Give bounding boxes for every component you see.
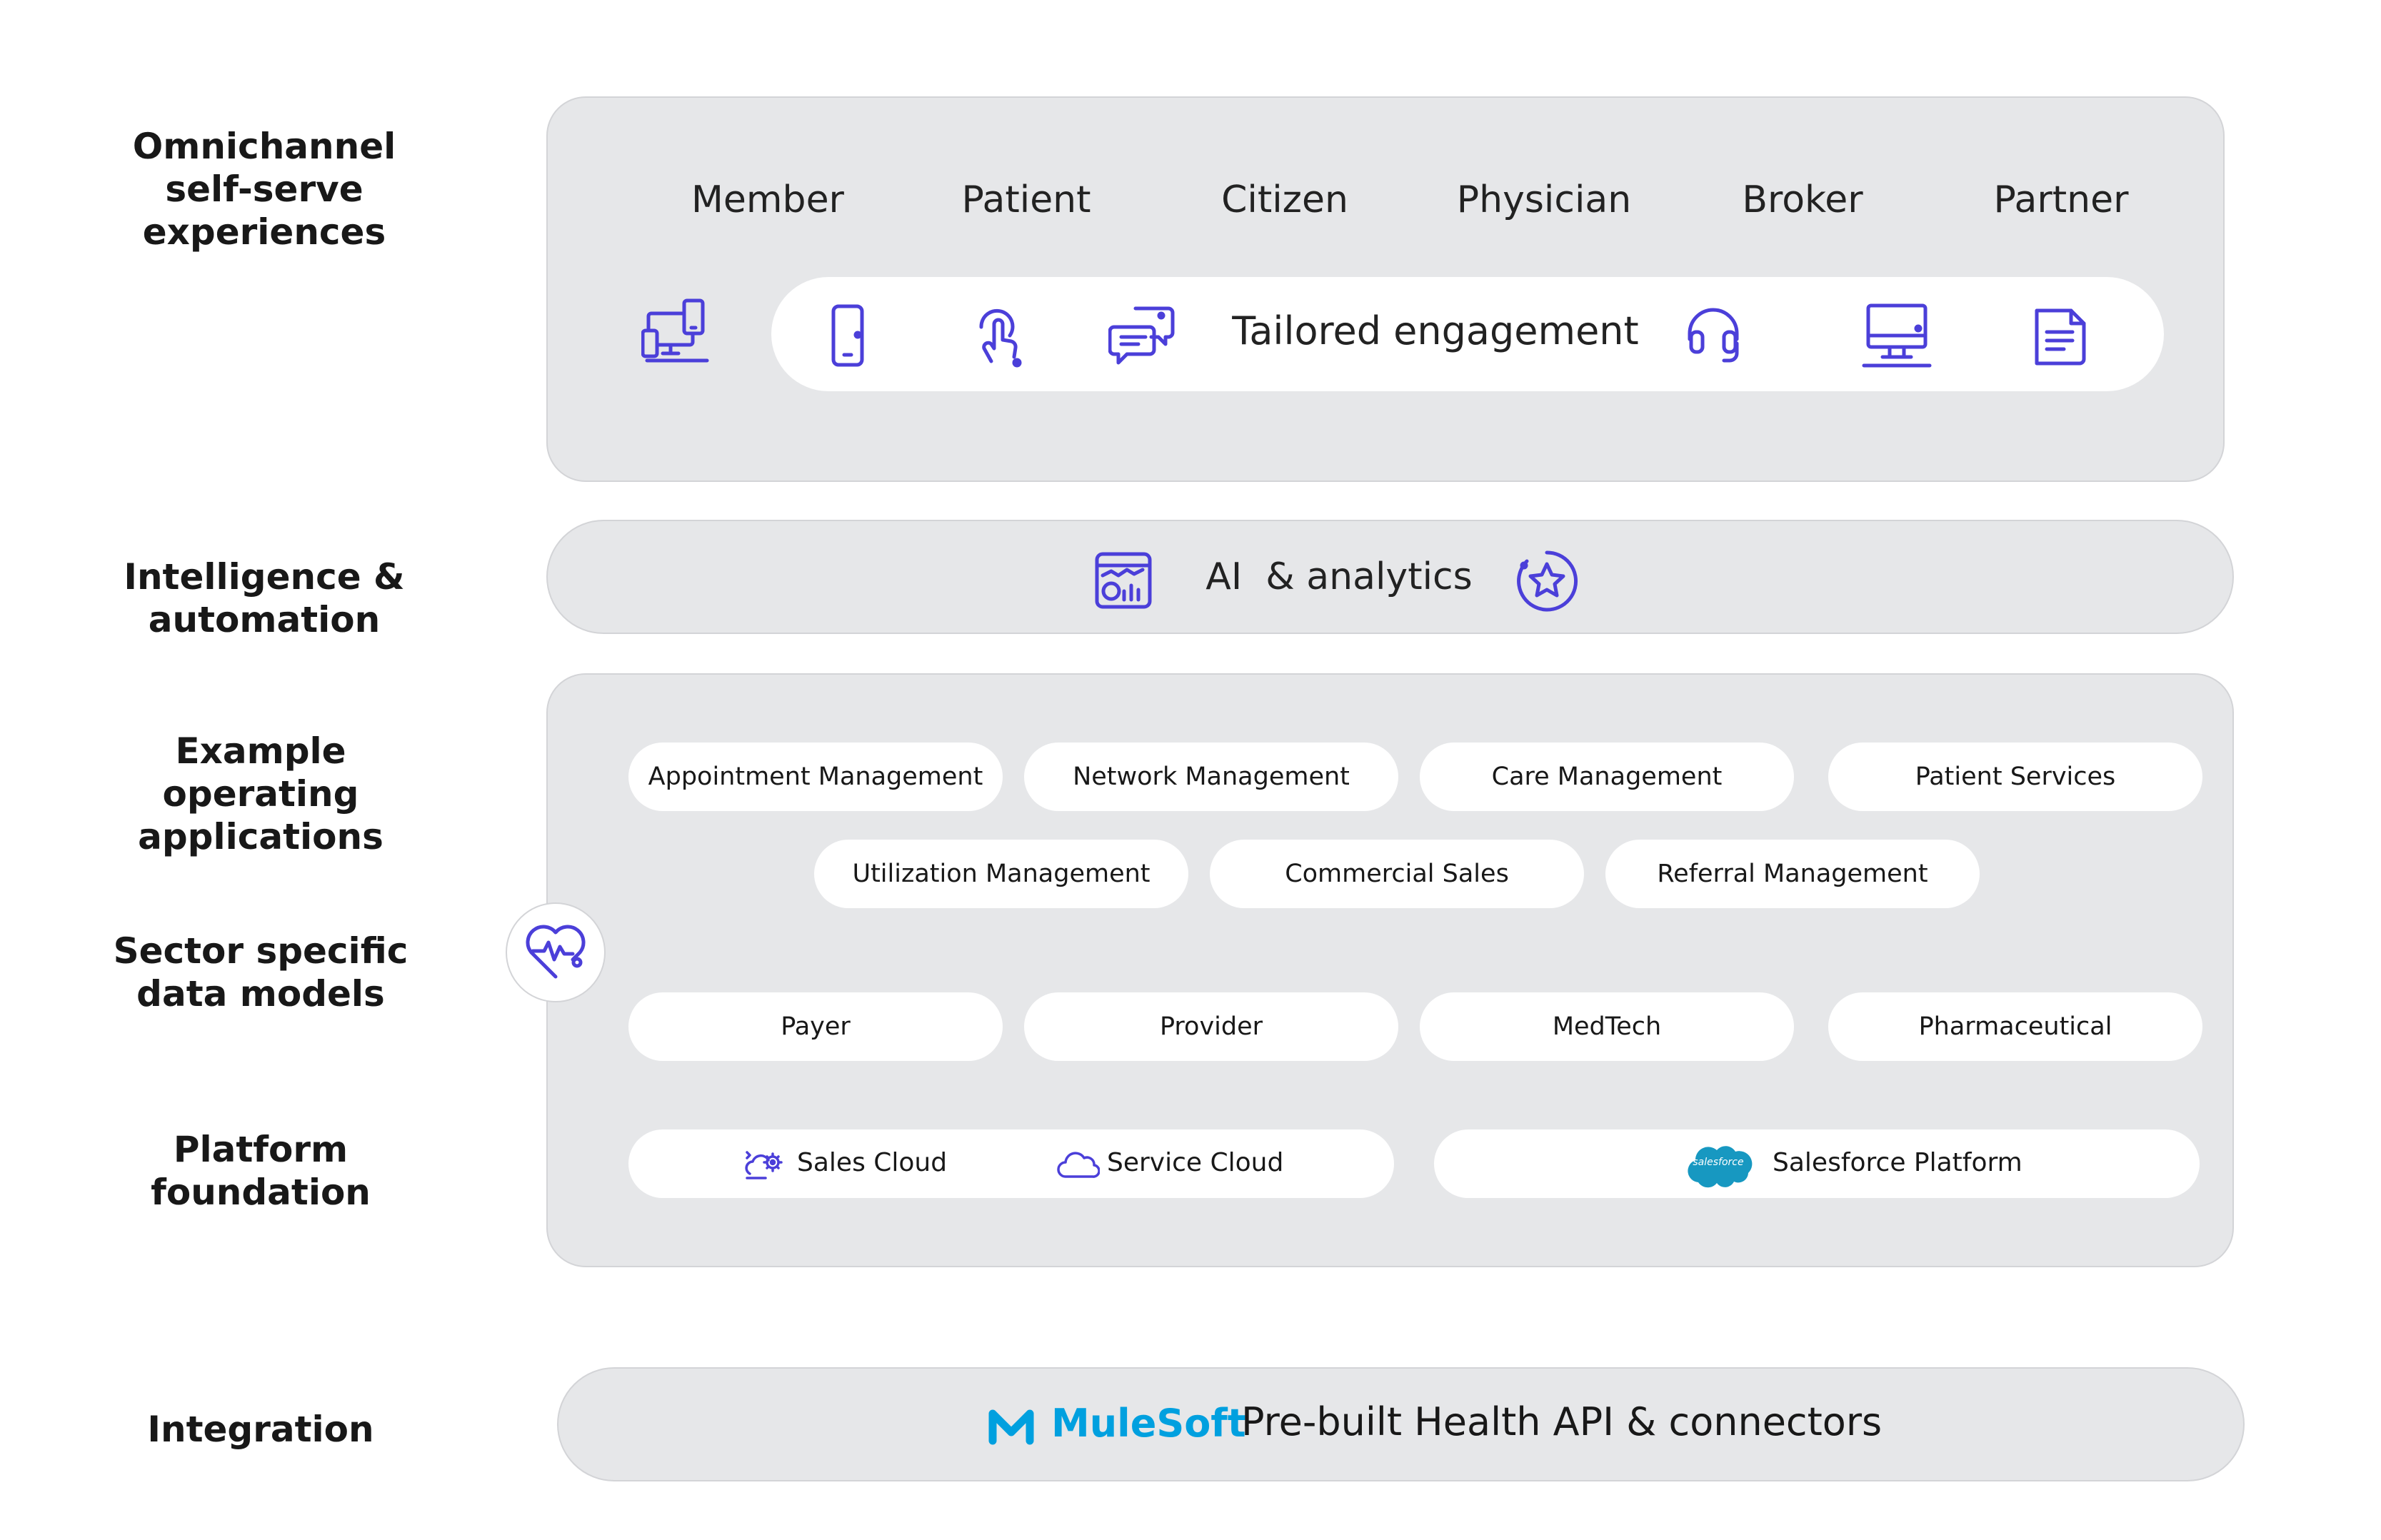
touch-icon xyxy=(964,301,1033,370)
analytics-dashboard-icon xyxy=(1093,550,1154,611)
mobile-phone-icon xyxy=(816,303,880,368)
layer-label-omnichannel: Omnichannel self-serve experiences xyxy=(132,126,396,253)
document-icon xyxy=(2028,303,2092,368)
data-model-pill: Pharmaceutical xyxy=(1828,992,2202,1061)
app-pill: Referral Management xyxy=(1605,840,1980,908)
layer-label-integration: Integration xyxy=(147,1409,374,1450)
mulesoft-brand-label: MuleSoft xyxy=(1051,1401,1246,1446)
persona-citizen: Citizen xyxy=(1221,178,1348,221)
app-pill: Utilization Management xyxy=(814,840,1188,908)
chat-icon xyxy=(1108,301,1177,370)
app-pill: Appointment Management xyxy=(628,743,1003,811)
data-model-pill: Provider xyxy=(1024,992,1398,1061)
headset-icon xyxy=(1681,303,1745,368)
persona-broker: Broker xyxy=(1742,178,1863,221)
desktop-icon xyxy=(1861,300,1933,371)
persona-partner: Partner xyxy=(1993,178,2129,221)
layer-label-data-models: Sector specific data models xyxy=(113,930,408,1015)
ai-analytics-label: AI & analytics xyxy=(1205,555,1473,598)
app-pill: Network Management xyxy=(1024,743,1398,811)
layer-label-platform: Platform foundation xyxy=(151,1129,371,1213)
app-pill: Care Management xyxy=(1420,743,1794,811)
layer-label-intelligence: Intelligence & automation xyxy=(124,556,405,640)
integration-panel xyxy=(557,1367,2245,1481)
salesforce-logo: salesforce xyxy=(1683,1141,1754,1189)
persona-patient: Patient xyxy=(961,178,1091,221)
data-model-pill: Payer xyxy=(628,992,1003,1061)
sales-cloud-icon xyxy=(743,1145,784,1182)
persona-member: Member xyxy=(691,178,844,221)
tailored-engagement-label: Tailored engagement xyxy=(1232,308,1639,353)
star-badge-icon xyxy=(1514,548,1580,614)
app-pill: Commercial Sales xyxy=(1210,840,1584,908)
app-pill: Patient Services xyxy=(1828,743,2202,811)
intelligence-panel xyxy=(546,520,2234,634)
salesforce-platform-label: Salesforce Platform xyxy=(1773,1148,2022,1177)
heart-pulse-icon xyxy=(523,921,588,982)
persona-physician: Physician xyxy=(1456,178,1632,221)
data-model-pill: MedTech xyxy=(1420,992,1794,1061)
sales-cloud-label: Sales Cloud xyxy=(797,1148,948,1177)
layer-label-applications: Example operating applications xyxy=(138,730,384,857)
clouds-pill xyxy=(628,1129,1394,1198)
mulesoft-logo-icon xyxy=(984,1398,1038,1449)
service-cloud-label: Service Cloud xyxy=(1107,1148,1284,1177)
service-cloud-icon xyxy=(1057,1149,1100,1181)
salesforce-platform-pill xyxy=(1434,1129,2200,1198)
integration-label: Pre-built Health API & connectors xyxy=(1241,1399,1883,1444)
devices-icon xyxy=(641,296,710,365)
salesforce-logo-text: salesforce xyxy=(1693,1157,1744,1168)
